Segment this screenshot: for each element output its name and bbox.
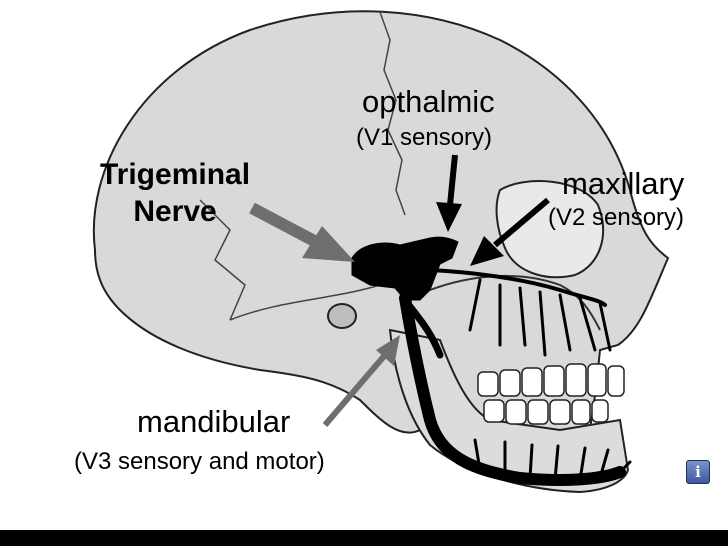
arrow-opthalmic: [436, 154, 462, 232]
arrow-mandibular: [322, 335, 400, 427]
upper-teeth: [477, 363, 625, 397]
label-trigeminal-line2: Nerve: [133, 194, 217, 228]
trigeminal-nerve: [351, 236, 632, 486]
mandibular-nerve-twigs: [473, 438, 632, 482]
maxillary-branches: [468, 278, 612, 357]
skull-suture-lambdoid: [199, 199, 246, 321]
skull-suture-squamous: [229, 284, 381, 321]
label-trigeminal-nerve: Trigeminal Nerve: [100, 157, 250, 230]
maxillary-branch: [428, 268, 607, 307]
lower-teeth: [483, 399, 609, 425]
info-button[interactable]: i: [686, 460, 710, 484]
label-opthalmic-sub: (V1 sensory): [356, 124, 493, 151]
mandibular-branch: [399, 292, 626, 486]
mandibular-branch-small: [401, 296, 444, 359]
zygomatic-arch: [429, 274, 601, 331]
ear-opening: [327, 303, 357, 329]
trigeminal-ganglion: [351, 236, 459, 301]
label-mandibular: mandibular: [137, 404, 291, 439]
label-mandibular-sub: (V3 sensory and motor): [74, 448, 325, 475]
arrow-maxillary: [470, 197, 550, 266]
skull-suture: [379, 11, 406, 216]
arrow-trigeminal: [249, 202, 355, 262]
label-maxillary-sub: (V2 sensory): [548, 204, 685, 231]
bottom-bar: [0, 530, 728, 546]
label-opthalmic: opthalmic: [362, 84, 495, 119]
label-maxillary: maxillary: [562, 166, 685, 201]
label-trigeminal-line1: Trigeminal: [100, 158, 251, 191]
info-icon: i: [695, 463, 701, 481]
